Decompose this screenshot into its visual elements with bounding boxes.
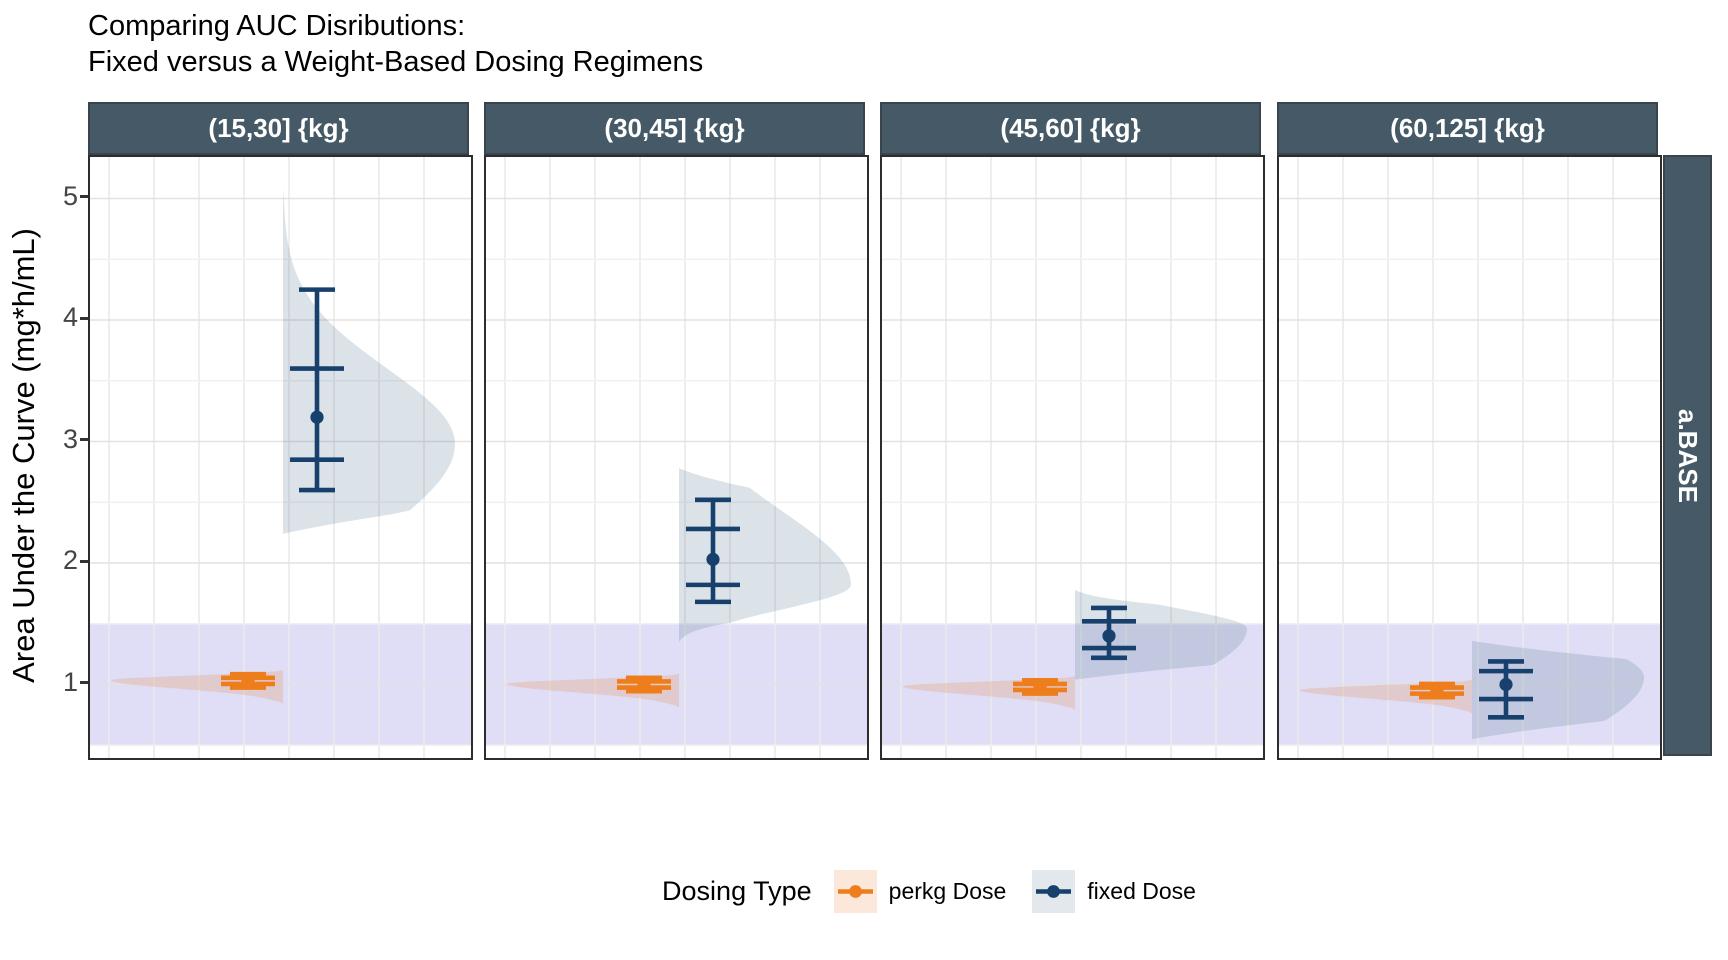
- y-tick-label-2: 2: [62, 545, 78, 575]
- chart-title-line1: Comparing AUC Disributions:: [88, 10, 466, 42]
- legend-item-label: perkg Dose: [888, 878, 1007, 904]
- y-tick-label-5: 5: [62, 180, 78, 211]
- y-tick-mark: [80, 438, 89, 441]
- legend-key-swatch: [1032, 870, 1076, 913]
- chart-title: Comparing AUC Disributions: Fixed versus…: [88, 8, 703, 80]
- fixed-density: [679, 468, 851, 642]
- facet-strip-label: (60,125] {kg}: [1390, 113, 1545, 143]
- fixed-density: [283, 182, 455, 534]
- facet-strip-3: (45,60] {kg}: [880, 102, 1261, 155]
- perkg-point-interval: [617, 675, 671, 694]
- facet-strip-2: (30,45] {kg}: [484, 102, 865, 155]
- fixed-point-interval: [1479, 659, 1533, 720]
- y-tick-mark: [80, 559, 89, 563]
- median-point: [1033, 680, 1047, 694]
- y-tick-label-4: 4: [62, 302, 78, 332]
- y-tick-label-3: 3: [62, 423, 78, 454]
- facet-panel-4: [1277, 155, 1662, 760]
- facet-strip-4: (60,125] {kg}: [1277, 102, 1658, 155]
- legend-key-swatch: [833, 870, 877, 913]
- legend-key-glyph: [837, 885, 873, 898]
- perkg-point-interval: [1410, 681, 1464, 700]
- median-point: [1430, 683, 1444, 698]
- fixed-point-interval: [686, 497, 740, 605]
- facet-row-strip: a.BASE: [1663, 155, 1712, 756]
- median-point: [241, 674, 255, 688]
- legend-title: Dosing Type: [662, 876, 812, 906]
- facet-panel-3: [880, 155, 1265, 760]
- perkg-point-interval: [221, 671, 275, 690]
- legend-item-fixed: fixed Dose: [1032, 870, 1196, 913]
- y-axis-title: Area Under the Curve (mg*h/mL): [6, 228, 41, 683]
- legend-key-glyph: [1036, 885, 1072, 898]
- facet-strip-label: (45,60] {kg}: [1000, 113, 1141, 143]
- chart-title-line2: Fixed versus a Weight-Based Dosing Regim…: [88, 46, 704, 78]
- fixed-density: [1472, 640, 1644, 740]
- perkg-point-interval: [1013, 677, 1067, 696]
- median-point: [637, 677, 651, 692]
- legend-item-perkg: perkg Dose: [833, 870, 1007, 913]
- median-point: [1499, 677, 1513, 692]
- facet-strip-label: (15,30] {kg}: [208, 113, 349, 143]
- median-point: [706, 552, 720, 566]
- legend-item-label: fixed Dose: [1087, 878, 1196, 904]
- fixed-point-interval: [290, 287, 344, 493]
- y-tick-mark: [80, 316, 89, 320]
- median-point: [310, 410, 324, 424]
- legend-items: perkg Dose fixed Dose: [833, 870, 1196, 913]
- fixed-point-interval: [1082, 605, 1136, 661]
- facet-row-strip-label: a.BASE: [1673, 408, 1703, 503]
- facet-panel-1: [88, 155, 473, 760]
- y-tick-label-1: 1: [62, 666, 78, 697]
- y-tick-mark: [80, 681, 89, 684]
- facet-panel-2: [484, 155, 869, 760]
- facet-strip-label: (30,45] {kg}: [604, 113, 745, 143]
- median-point: [1102, 629, 1116, 643]
- y-tick-mark: [80, 195, 89, 198]
- facet-strip-1: (15,30] {kg}: [88, 102, 469, 155]
- legend: Dosing Type perkg Dose fixed Dose: [0, 870, 1728, 913]
